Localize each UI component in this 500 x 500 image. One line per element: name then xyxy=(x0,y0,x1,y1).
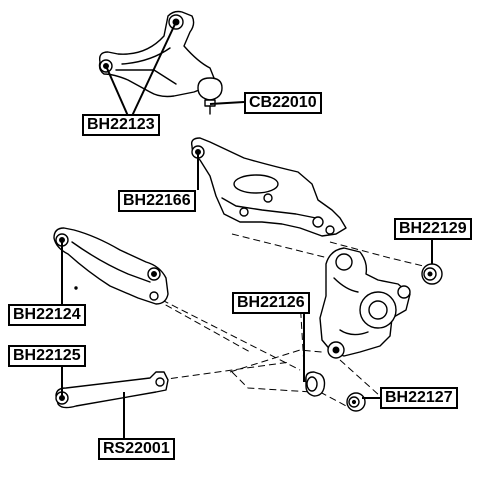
trailing-link-arm xyxy=(53,227,169,305)
part-label-rs22001[interactable]: RS22001 xyxy=(98,438,175,460)
knuckle xyxy=(319,247,411,359)
part-label-cb22010[interactable]: CB22010 xyxy=(244,92,322,114)
part-label-bh22123[interactable]: BH22123 xyxy=(82,114,160,136)
part-label-bh22125[interactable]: BH22125 xyxy=(8,345,86,367)
part-label-bh22166[interactable]: BH22166 xyxy=(118,190,196,212)
part-label-bh22124[interactable]: BH22124 xyxy=(8,304,86,326)
part-label-bh22126[interactable]: BH22126 xyxy=(232,292,310,314)
bushing-right xyxy=(421,263,443,285)
bushing-lower-a xyxy=(305,371,326,397)
leader-lines xyxy=(61,21,433,438)
ball-joint xyxy=(197,77,223,115)
upper-control-arm xyxy=(98,10,215,98)
lower-control-arm xyxy=(190,137,347,237)
part-label-bh22127[interactable]: BH22127 xyxy=(380,387,458,409)
bushing-lower-b xyxy=(346,392,366,412)
lateral-rod xyxy=(55,371,169,409)
part-label-bh22129[interactable]: BH22129 xyxy=(394,218,472,240)
